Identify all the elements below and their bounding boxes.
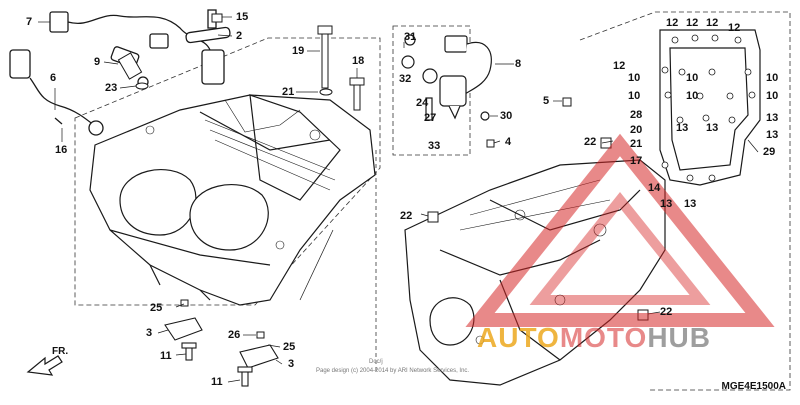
callout-label[interactable]: 22 xyxy=(400,210,413,222)
callout-label[interactable]: 7 xyxy=(26,16,33,28)
callout-label[interactable]: 10 xyxy=(628,90,641,102)
callout-label[interactable]: 21 xyxy=(282,86,295,98)
callout-label[interactable]: 3 xyxy=(288,358,295,370)
upper-crankcase xyxy=(89,94,376,306)
copyright-notice: Page design (c) 2004-2014 by ARI Network… xyxy=(316,368,470,374)
watermark-logo xyxy=(465,133,775,327)
callout-label[interactable]: 13 xyxy=(660,198,673,210)
callout-label[interactable]: 25 xyxy=(283,341,296,353)
callout-label[interactable]: 19 xyxy=(292,45,305,57)
callout-label[interactable]: 11 xyxy=(160,350,172,362)
callout-label[interactable]: 3 xyxy=(146,327,153,339)
callout-label[interactable]: 26 xyxy=(228,329,241,341)
callout-label[interactable]: 10 xyxy=(766,72,779,84)
callout-label[interactable]: 20 xyxy=(630,124,643,136)
callout-label[interactable]: 22 xyxy=(660,306,673,318)
leader-lines xyxy=(38,16,759,383)
crankcase-cover-plate xyxy=(659,29,761,186)
callout-label[interactable]: 13 xyxy=(766,129,779,141)
group-outlines xyxy=(74,11,791,391)
callout-label[interactable]: 5 xyxy=(543,95,550,107)
front-direction-arrow-icon xyxy=(26,355,63,376)
callout-label[interactable]: 31 xyxy=(404,31,417,43)
callout-label[interactable]: 30 xyxy=(500,110,513,122)
callout-label[interactable]: 22 xyxy=(584,136,597,148)
callout-label[interactable]: 33 xyxy=(428,140,441,152)
front-direction-label: FR. xyxy=(52,346,69,357)
callout-label[interactable]: 32 xyxy=(399,73,412,85)
callout-label[interactable]: 15 xyxy=(236,11,249,23)
callout-label[interactable]: 23 xyxy=(105,82,118,94)
callout-label[interactable]: 13 xyxy=(684,198,697,210)
brackets xyxy=(164,317,279,387)
callout-label[interactable]: 10 xyxy=(766,90,779,102)
callout-label[interactable]: 12 xyxy=(706,17,719,29)
callout-label[interactable]: 10 xyxy=(686,72,699,84)
callout-label[interactable]: 6 xyxy=(50,72,57,84)
watermark-part-c: HUB xyxy=(647,322,711,353)
callout-label[interactable]: 12 xyxy=(666,17,679,29)
callout-label[interactable]: 27 xyxy=(424,112,437,124)
callout-label[interactable]: 16 xyxy=(55,144,68,156)
callout-label[interactable]: 11 xyxy=(211,376,223,388)
doc-label: Doc/j xyxy=(369,359,383,365)
callout-label[interactable]: 28 xyxy=(630,109,643,121)
watermark-part-a: AUTO xyxy=(477,322,560,353)
lower-crankcase-detail xyxy=(459,179,611,345)
callout-label[interactable]: 21 xyxy=(630,138,643,150)
callout-label[interactable]: 9 xyxy=(94,56,101,68)
callout-label[interactable]: 12 xyxy=(613,60,626,72)
upper-crankcase-detail xyxy=(145,99,336,250)
callout-label[interactable]: 8 xyxy=(515,58,522,70)
callout-label[interactable]: 10 xyxy=(628,72,641,84)
diagram-code: MGE4E1500A xyxy=(721,381,786,392)
callout-label[interactable]: 2 xyxy=(236,30,243,42)
oil-pressure-switch-assembly xyxy=(401,34,492,121)
callout-label[interactable]: 25 xyxy=(150,302,163,314)
callout-label[interactable]: 13 xyxy=(766,112,779,124)
watermark-part-b: MOTO xyxy=(559,322,648,353)
callout-label[interactable]: 29 xyxy=(763,146,776,158)
callout-label[interactable]: 13 xyxy=(706,122,719,134)
callout-label[interactable]: 12 xyxy=(728,22,741,34)
watermark-text: AUTOMOTOHUB xyxy=(477,322,711,354)
cover-bolts xyxy=(661,34,756,182)
callout-label[interactable]: 13 xyxy=(676,122,689,134)
callout-label[interactable]: 4 xyxy=(505,136,512,148)
bolts-left xyxy=(117,13,365,111)
callout-label[interactable]: 10 xyxy=(686,90,699,102)
callout-label[interactable]: 12 xyxy=(686,17,699,29)
callout-label[interactable]: 14 xyxy=(648,182,661,194)
callout-label[interactable]: 17 xyxy=(630,155,643,167)
callout-label[interactable]: 18 xyxy=(352,55,365,67)
callout-label[interactable]: 24 xyxy=(416,97,429,109)
